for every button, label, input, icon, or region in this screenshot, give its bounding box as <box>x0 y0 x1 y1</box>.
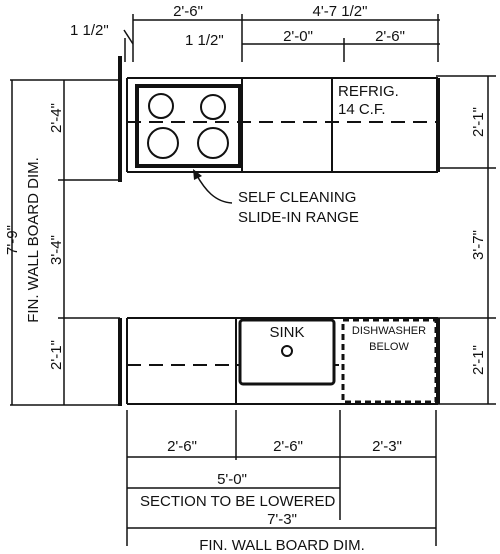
fridge-label-2: 14 C.F. <box>338 101 386 118</box>
label-section-lowered: SECTION TO BE LOWERED <box>140 493 335 510</box>
dishwasher <box>341 318 438 404</box>
right-dimensions: 2'-1" 3'-7" 2'-1" <box>436 75 496 405</box>
dim-left-gap: 1 1/2" <box>70 22 109 39</box>
dim-right-bot: 2'-1" <box>470 345 487 375</box>
range-label-2: SLIDE-IN RANGE <box>238 209 359 226</box>
dim-right-top: 2'-1" <box>470 107 487 137</box>
dim-fridge-width: 2'-6" <box>375 28 405 45</box>
dim-left-top: 2'-4" <box>48 103 65 133</box>
burner-icon <box>200 94 226 120</box>
dim-left-mid: 3'-4" <box>48 235 65 265</box>
burner-icon <box>147 127 179 159</box>
fridge-label-1: REFRIG. <box>338 83 399 100</box>
top-dimensions: 2'-6" 4'-7 1/2" 1 1/2" 1 1/2" 2'-0" 2'-6… <box>70 3 440 62</box>
dim-range-width: 2'-6" <box>173 3 203 20</box>
range-leader <box>195 173 233 204</box>
label-wall-board-bottom: FIN. WALL BOARD DIM. <box>199 537 365 554</box>
sink <box>238 318 336 386</box>
range-label-1: SELF CLEANING <box>238 189 356 206</box>
burner-icon <box>197 127 229 159</box>
dim-bottom-total: 7'-3" <box>267 511 297 528</box>
dim-left-bot: 2'-1" <box>48 340 65 370</box>
sink-label: SINK <box>269 324 304 341</box>
dishwasher-label-2: BELOW <box>369 341 409 353</box>
dim-mid-width: 2'-0" <box>283 28 313 45</box>
range-callout: SELF CLEANING SLIDE-IN RANGE <box>193 169 359 226</box>
dim-mid-gap: 1 1/2" <box>185 32 224 49</box>
dim-right-width: 4'-7 1/2" <box>313 3 368 20</box>
dim-bottom-1: 2'-6" <box>167 438 197 455</box>
range <box>135 84 242 168</box>
dim-left-total: 7'-9" <box>4 225 21 255</box>
dishwasher-label-1: DISHWASHER <box>352 325 426 337</box>
leader <box>123 29 134 45</box>
bottom-counter: SINK DISHWASHER BELOW <box>118 317 440 406</box>
left-dimensions: 7'-9" FIN. WALL BOARD DIM. 2'-4" 3'-4" 2… <box>4 79 120 406</box>
range-arrow-icon <box>193 169 202 180</box>
bottom-dimensions: 2'-6" 2'-6" 2'-3" 5'-0" SECTION TO BE LO… <box>126 410 437 554</box>
dim-right-mid: 3'-7" <box>470 230 487 260</box>
burner-icon <box>148 93 174 119</box>
dim-bottom-3: 2'-3" <box>372 438 402 455</box>
label-wall-board-left: FIN. WALL BOARD DIM. <box>25 157 42 323</box>
dim-bottom-2: 2'-6" <box>273 438 303 455</box>
drain-icon <box>281 345 293 357</box>
dim-bottom-lowered: 5'-0" <box>217 471 247 488</box>
top-counter: REFRIG. 14 C.F. <box>118 56 440 182</box>
